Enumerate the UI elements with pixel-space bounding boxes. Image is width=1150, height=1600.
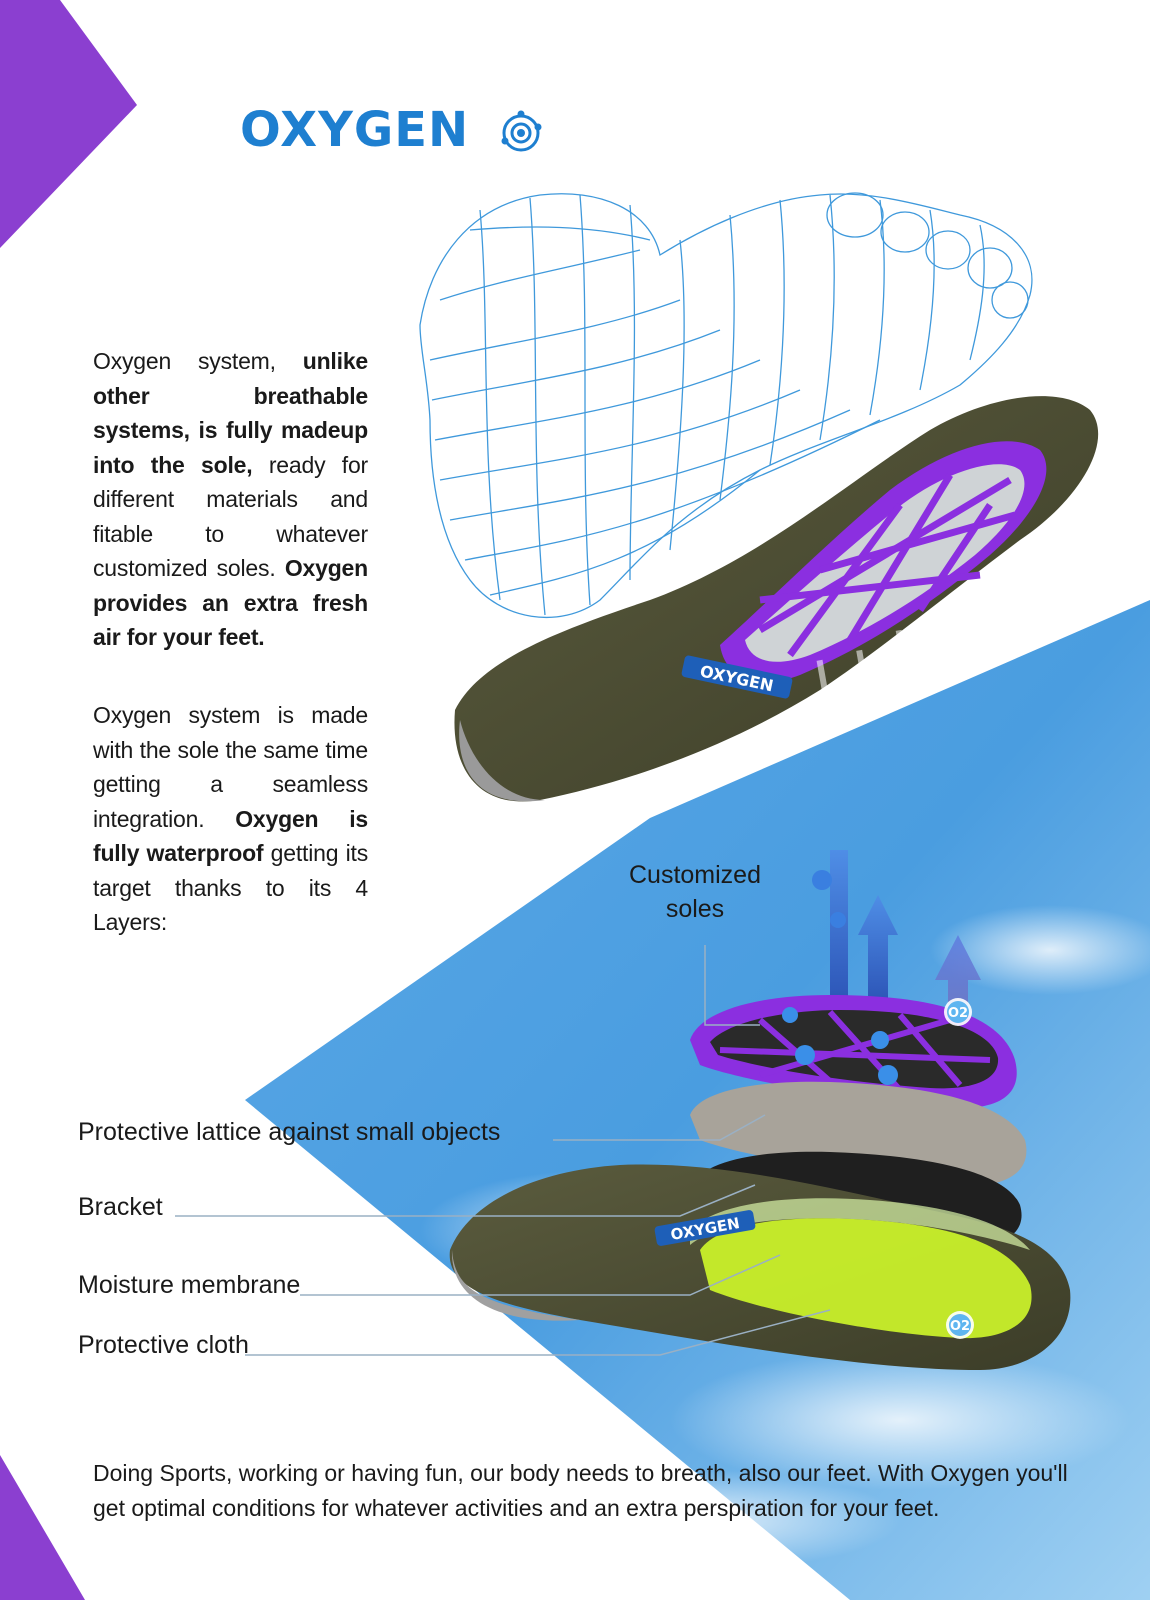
layer-lattice — [690, 1081, 1027, 1187]
intro-paragraph-1: Oxygen system, unlike other breathable s… — [93, 344, 368, 655]
brand-logo-text: OXYGEN — [240, 102, 470, 158]
intro-text-bold: Oxygen provides an extra fresh air for y… — [93, 555, 368, 650]
top-sole: OXYGEN — [454, 396, 1099, 802]
intro-paragraph-2: Oxygen system is made with the sole the … — [93, 698, 368, 940]
layer-customized-sole — [690, 995, 1017, 1109]
intro-text: getting its target thanks to its 4 Layer… — [93, 840, 369, 935]
atom-icon — [501, 110, 542, 152]
o2-badge-top: O2 — [944, 998, 972, 1026]
intro-text: Oxygen system is made with the sole the … — [93, 702, 368, 832]
label-moisture-membrane: Moisture membrane — [78, 1271, 301, 1299]
intro-text-bold: unlike other breathable systems, is full… — [93, 348, 368, 478]
wireframe-foot — [419, 192, 1033, 619]
leader-lines — [175, 945, 831, 1356]
layer-protective-cloth — [690, 1198, 1030, 1250]
purple-corner-bottom — [0, 1455, 85, 1600]
label-protective-cloth: Protective cloth — [78, 1331, 249, 1359]
label-customized-soles: Customized soles — [629, 861, 761, 923]
layer-moisture-membrane — [700, 1218, 1032, 1339]
footer-text: Doing Sports, working or having fun, our… — [93, 1460, 1068, 1521]
water-drop-icon — [830, 912, 846, 928]
intro-text-bold: Oxygen is fully waterproof — [93, 805, 369, 867]
o2-label: O2 — [948, 1006, 968, 1021]
intro-text: ready for different materials and fitabl… — [93, 451, 369, 582]
label-bracket: Bracket — [78, 1193, 163, 1221]
o2-label: O2 — [950, 1319, 970, 1334]
purple-corner-top — [0, 0, 137, 248]
label-protective-lattice: Protective lattice against small objects — [78, 1118, 501, 1146]
intro-text: Oxygen system, — [93, 348, 303, 374]
water-drop-icon — [812, 870, 832, 890]
o2-badge-bottom: O2 — [946, 1311, 974, 1339]
